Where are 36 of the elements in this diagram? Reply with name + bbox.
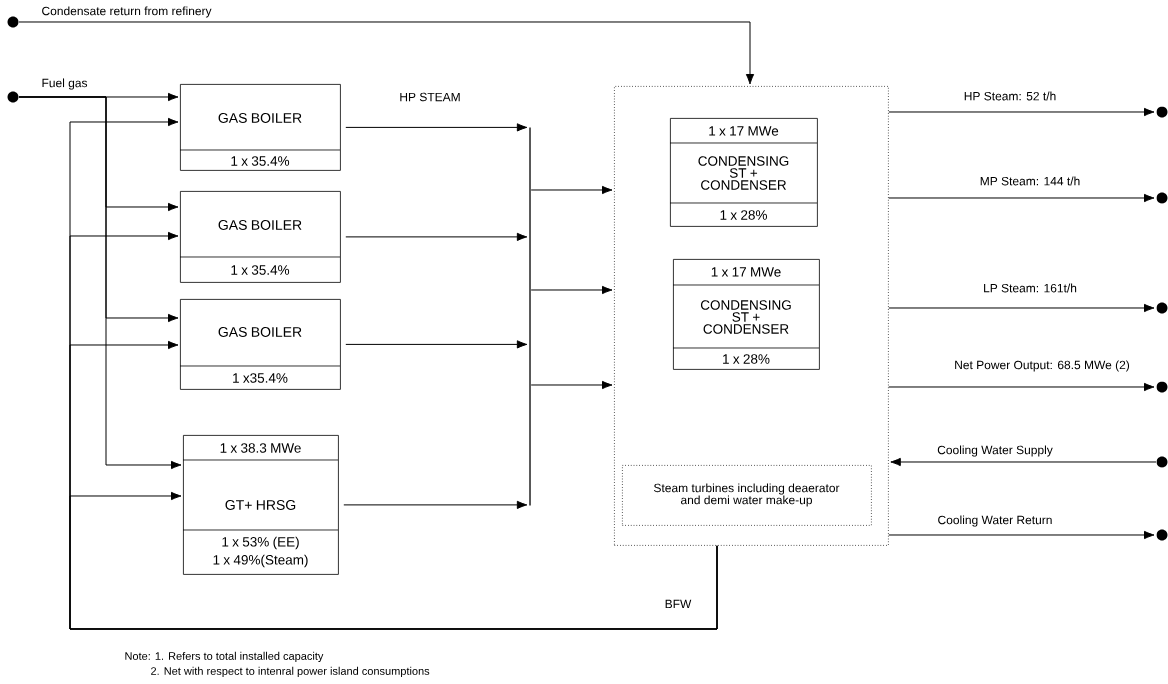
arrow bbox=[530, 285, 613, 295]
edge-label: Condensate return from refinery bbox=[40, 5, 213, 19]
boiler-box: GAS BOILER 1 x 35.4% bbox=[179, 84, 341, 171]
arrow bbox=[888, 303, 1155, 313]
arrow bbox=[888, 530, 1155, 540]
note-text: Note: 1. Refers to total installed capacity bbox=[125, 651, 324, 663]
turbine-box: 1 x 38.3 MWe GT+ HRSG 1 x 53% (EE) 1 x 49%(Steam) bbox=[182, 435, 339, 575]
edge-label: BFW bbox=[663, 598, 693, 610]
arrow bbox=[530, 380, 613, 390]
edge-label: LP Steam: 161t/h bbox=[982, 282, 1078, 294]
arrow bbox=[345, 123, 528, 132]
arrow bbox=[890, 457, 1157, 467]
arrow bbox=[343, 500, 528, 509]
edge-label: HP Steam: 52 t/h bbox=[962, 90, 1058, 102]
arrow bbox=[888, 193, 1155, 203]
turbine-box: 1 x 17 MWe CONDENSING ST + CONDENSER 1 x 28% bbox=[669, 118, 818, 227]
turbine-box: 1 x 17 MWe CONDENSING ST + CONDENSER 1 x 28% bbox=[672, 259, 820, 370]
island-boundary bbox=[614, 86, 889, 546]
edge-label: MP Steam: 144 t/h bbox=[978, 175, 1082, 187]
arrow bbox=[888, 107, 1155, 117]
arrow bbox=[888, 382, 1155, 392]
note-text: 2. Net with respect to intenral power island consumptions bbox=[151, 666, 430, 678]
boiler-box: GAS BOILER 1 x35.4% bbox=[179, 299, 341, 390]
note-box: Steam turbines including deaerator and demi water make-up bbox=[622, 465, 872, 526]
edge-label: Net Power Output: 68.5 MWe (2) bbox=[953, 359, 1131, 373]
stream-label: Fuel gas bbox=[42, 78, 88, 90]
edge-label: Cooling Water Supply bbox=[936, 444, 1054, 458]
arrow bbox=[18, 21, 755, 85]
arrow bbox=[530, 185, 613, 195]
arrow bbox=[18, 96, 182, 470]
edge-label: HP STEAM bbox=[398, 91, 462, 103]
arrow bbox=[69, 491, 718, 630]
arrow bbox=[345, 340, 528, 349]
boiler-box: GAS BOILER 1 x 35.4% bbox=[179, 191, 341, 283]
arrow bbox=[345, 232, 528, 241]
edge-label: Cooling Water Return bbox=[936, 514, 1054, 528]
